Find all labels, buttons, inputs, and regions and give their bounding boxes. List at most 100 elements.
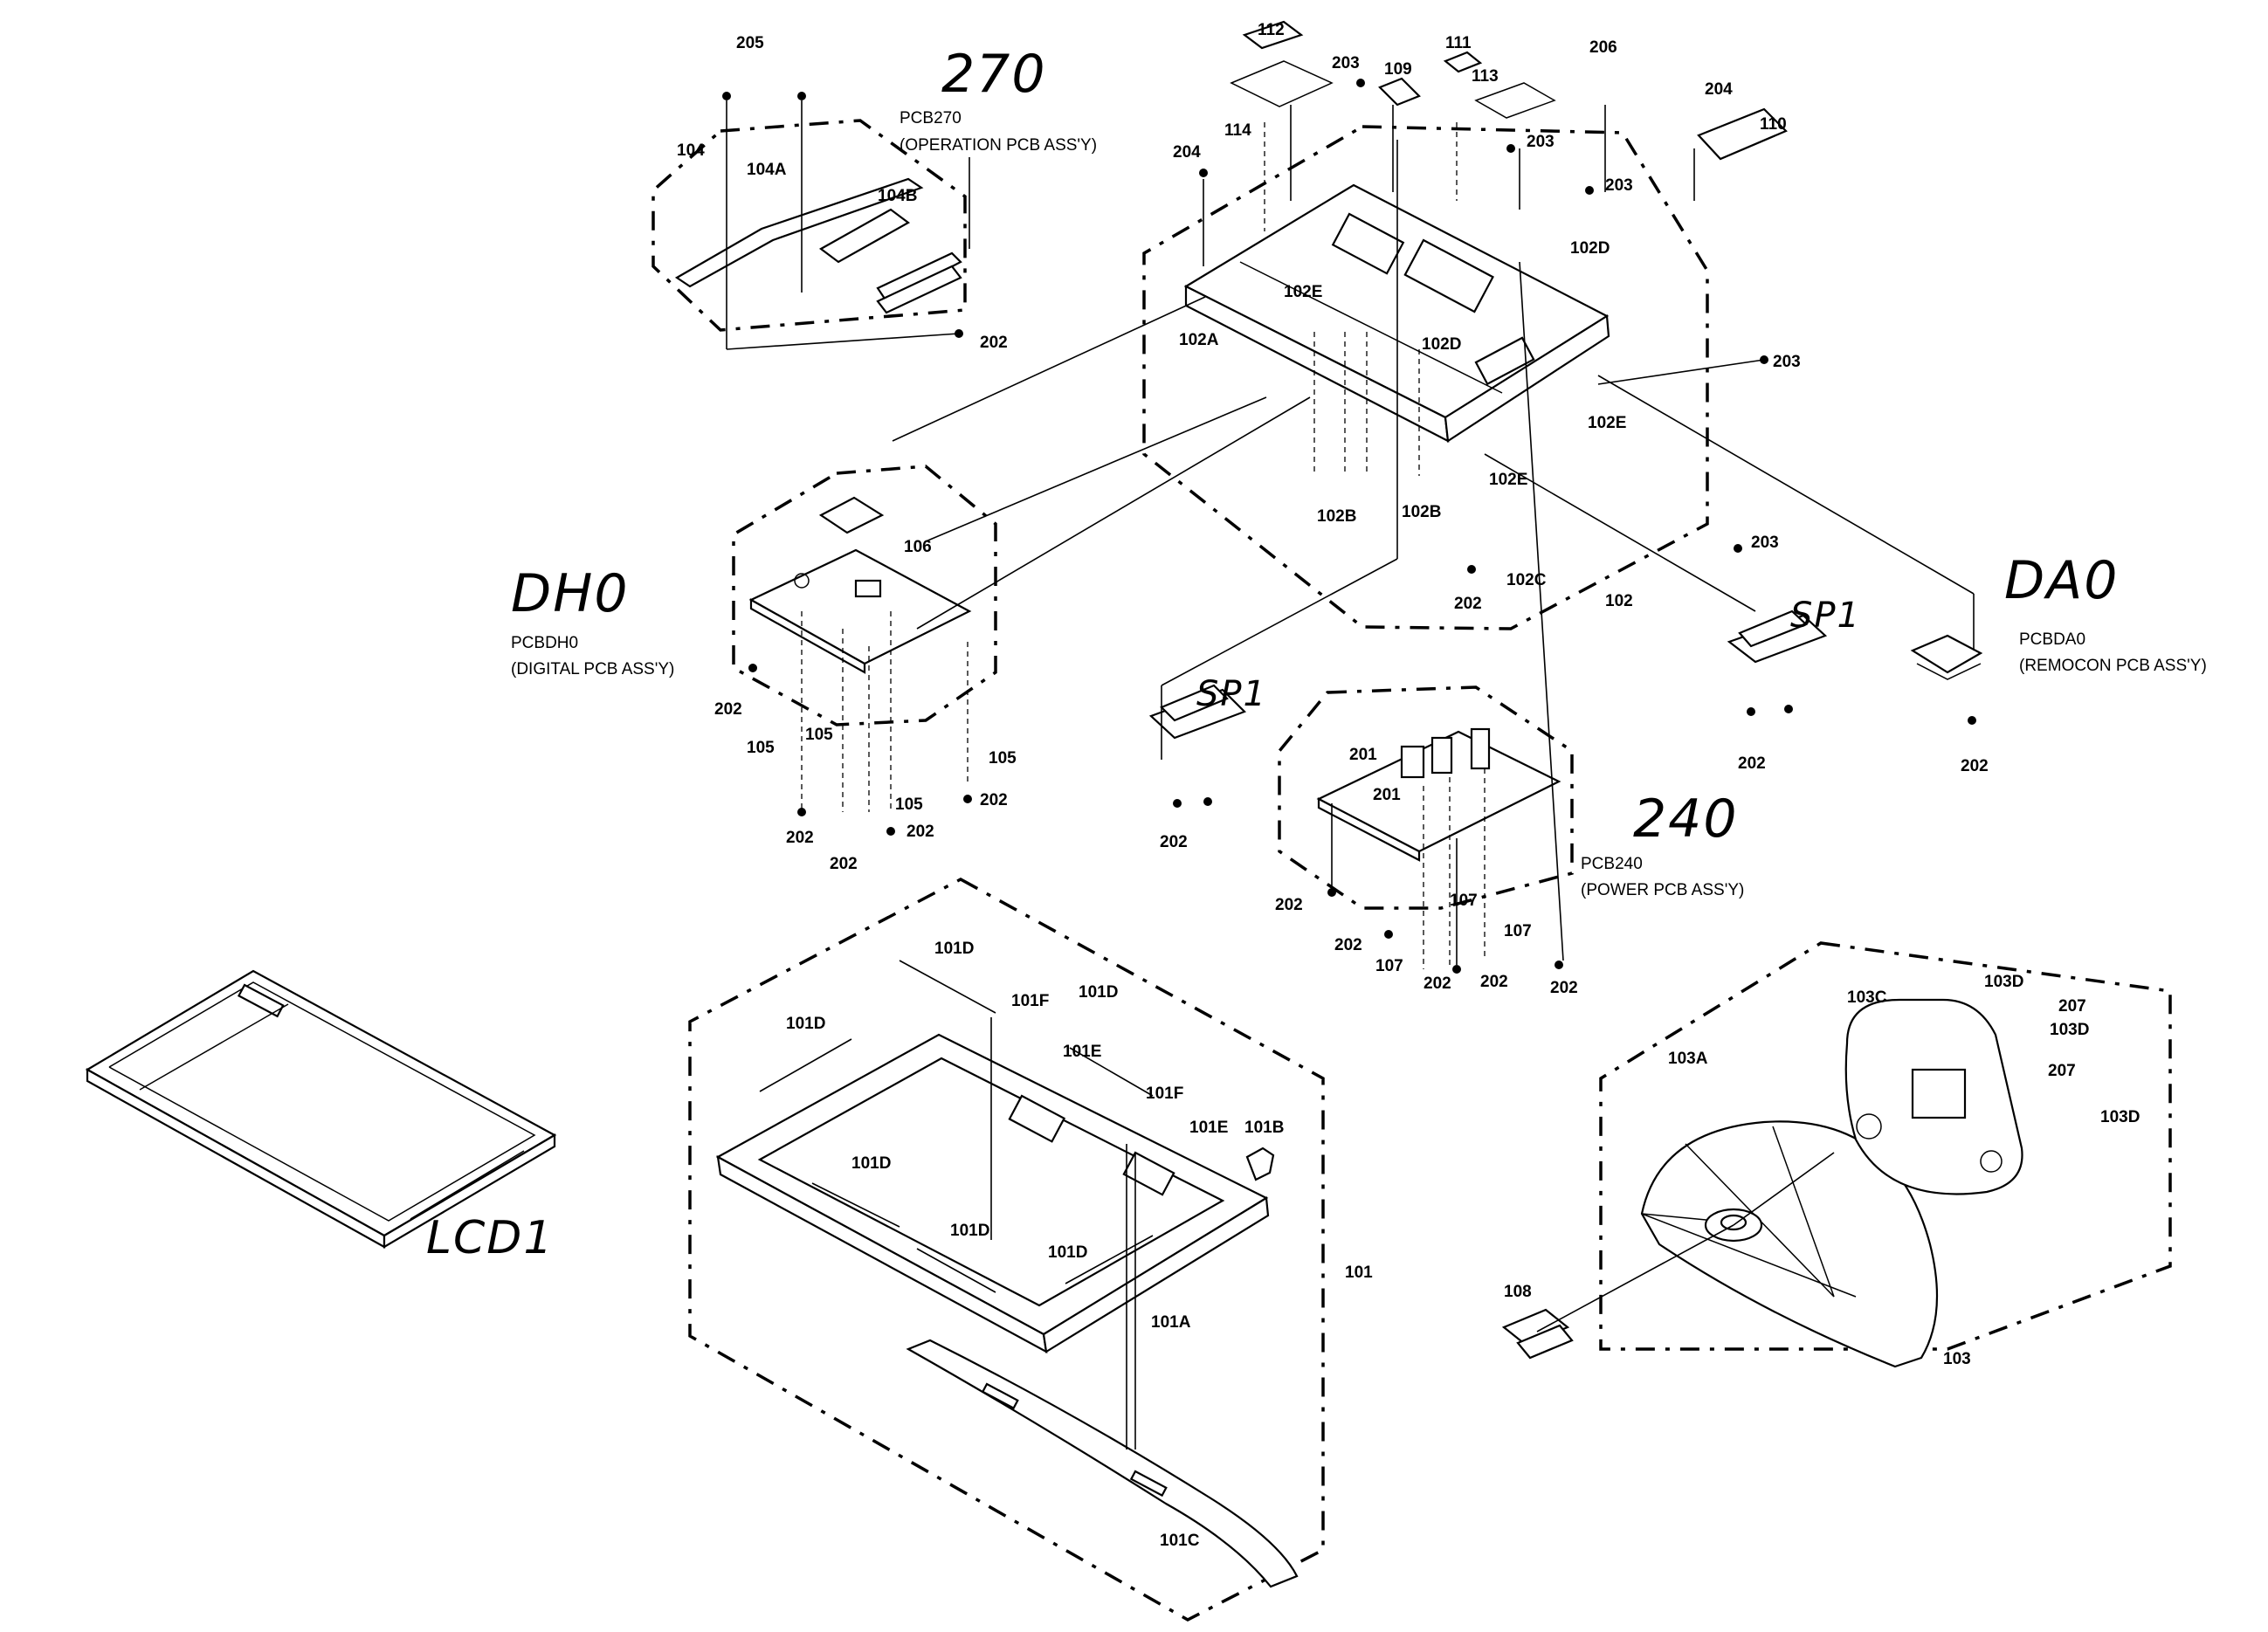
power-pcb-parts bbox=[1316, 727, 1561, 862]
part-label: 103 bbox=[1943, 1350, 1971, 1368]
part-label: 111 bbox=[1445, 34, 1472, 52]
part-label: 103C bbox=[1847, 988, 1887, 1007]
part-label: 102A bbox=[1179, 331, 1219, 349]
part-label: 102E bbox=[1588, 414, 1626, 432]
part-label: 201 bbox=[1373, 786, 1401, 804]
part-label: 202 bbox=[1480, 973, 1508, 991]
boundary-104 bbox=[651, 119, 967, 332]
part-label: 207 bbox=[2048, 1062, 2076, 1080]
handwritten-dh0: DH0 bbox=[511, 563, 630, 624]
part-label: 114 bbox=[1224, 121, 1251, 140]
part-label: 102E bbox=[1489, 471, 1527, 489]
pcbdh0-code: PCBDH0 bbox=[511, 634, 578, 652]
handwritten-lcd1: LCD1 bbox=[426, 1212, 554, 1264]
part-label: 203 bbox=[1773, 353, 1801, 371]
handwritten-270: 270 bbox=[941, 44, 1047, 105]
part-label: 106 bbox=[904, 538, 932, 556]
part-label: 102E bbox=[1284, 283, 1322, 301]
operation-pcb-parts bbox=[674, 177, 962, 314]
boundary-102 bbox=[1142, 125, 1709, 630]
pcb270-name: (OPERATION PCB ASS'Y) bbox=[900, 136, 1097, 155]
dashed-drop-lines bbox=[801, 122, 1486, 969]
part-label: 204 bbox=[1173, 143, 1201, 162]
part-label: 101A bbox=[1151, 1313, 1191, 1332]
part-label: 103D bbox=[2050, 1021, 2089, 1039]
part-label: 202 bbox=[830, 855, 858, 873]
part-label: 202 bbox=[907, 823, 934, 841]
part-label: 101D bbox=[1048, 1243, 1087, 1262]
part-label: 109 bbox=[1384, 60, 1412, 79]
part-label: 101D bbox=[786, 1015, 825, 1033]
part-label: 203 bbox=[1751, 534, 1779, 552]
part-label: 105 bbox=[895, 795, 923, 814]
part-label: 203 bbox=[1605, 176, 1633, 195]
handwritten-sp1-left: SP1 bbox=[1196, 674, 1267, 714]
part-label: 202 bbox=[1160, 833, 1188, 851]
speaker-left bbox=[1148, 684, 1246, 760]
handwritten-da0: DA0 bbox=[2004, 550, 2119, 611]
pcbda0-name: (REMOCON PCB ASS'Y) bbox=[2019, 657, 2207, 675]
part-label: 105 bbox=[989, 749, 1017, 768]
part-label: 202 bbox=[786, 829, 814, 847]
part-label: 101D bbox=[1079, 983, 1118, 1002]
boundary-dh0 bbox=[732, 465, 997, 726]
part-label: 205 bbox=[736, 34, 764, 52]
part-label: 202 bbox=[1738, 754, 1766, 773]
part-label: 105 bbox=[805, 726, 833, 744]
digital-pcb-parts bbox=[748, 496, 972, 674]
part-label: 202 bbox=[980, 791, 1008, 809]
part-label: 103D bbox=[2100, 1108, 2140, 1126]
part-label: 204 bbox=[1705, 80, 1733, 99]
part-label: 102C bbox=[1506, 571, 1547, 589]
handwritten-240: 240 bbox=[1633, 788, 1739, 850]
part-label: 102B bbox=[1317, 507, 1356, 526]
part-label: 101B bbox=[1244, 1119, 1284, 1137]
part-label: 105 bbox=[747, 739, 775, 757]
front-cabinet bbox=[715, 960, 1299, 1588]
part-label: 203 bbox=[1527, 133, 1555, 151]
part-label: 110 bbox=[1760, 115, 1787, 134]
part-label: 101E bbox=[1189, 1119, 1228, 1137]
part-label: 202 bbox=[1334, 936, 1362, 954]
part-label: 102 bbox=[1605, 592, 1633, 610]
pcbdh0-name: (DIGITAL PCB ASS'Y) bbox=[511, 660, 674, 678]
part-label: 104 bbox=[677, 141, 705, 160]
screws bbox=[722, 79, 1976, 974]
part-label: 101F bbox=[1146, 1085, 1183, 1103]
part-label: 112 bbox=[1258, 21, 1285, 39]
part-label: 203 bbox=[1332, 54, 1360, 72]
part-label: 108 bbox=[1504, 1283, 1532, 1301]
part-label: 101C bbox=[1160, 1532, 1200, 1550]
part-label: 101D bbox=[851, 1154, 891, 1173]
part-label: 202 bbox=[1424, 974, 1451, 993]
remocon-pcb bbox=[1910, 634, 1983, 680]
pcb270-code: PCB270 bbox=[900, 109, 962, 127]
part-label: 202 bbox=[714, 700, 742, 719]
pcb240-name: (POWER PCB ASS'Y) bbox=[1581, 881, 1744, 899]
part-label: 104B bbox=[878, 187, 917, 205]
leader-lines bbox=[726, 100, 1975, 1450]
stand-assembly bbox=[1501, 998, 2023, 1368]
pcbda0-code: PCBDA0 bbox=[2019, 630, 2085, 649]
part-number-labels: 205 104 104A 104B 202 112 114 203 109 11… bbox=[677, 21, 2140, 1550]
part-label: 206 bbox=[1589, 38, 1617, 57]
pcb240-code: PCB240 bbox=[1581, 855, 1643, 873]
part-label: 103D bbox=[1984, 973, 2023, 991]
rear-cabinet bbox=[1183, 183, 1610, 443]
part-label: 201 bbox=[1349, 746, 1377, 764]
part-label: 113 bbox=[1472, 67, 1499, 86]
part-label: 101D bbox=[934, 940, 974, 958]
part-label: 102B bbox=[1402, 503, 1441, 521]
boundary-240 bbox=[1278, 685, 1574, 910]
small-top-parts bbox=[1230, 20, 1788, 161]
speaker-right bbox=[1727, 609, 1828, 664]
boundary-101 bbox=[688, 878, 1325, 1622]
part-label: 102D bbox=[1422, 335, 1461, 354]
part-label: 202 bbox=[1961, 757, 1989, 775]
part-label: 207 bbox=[2058, 997, 2086, 1016]
part-label: 107 bbox=[1375, 957, 1403, 975]
lcd-panel bbox=[85, 969, 557, 1249]
part-label: 103A bbox=[1668, 1050, 1708, 1068]
part-label: 107 bbox=[1450, 892, 1478, 910]
